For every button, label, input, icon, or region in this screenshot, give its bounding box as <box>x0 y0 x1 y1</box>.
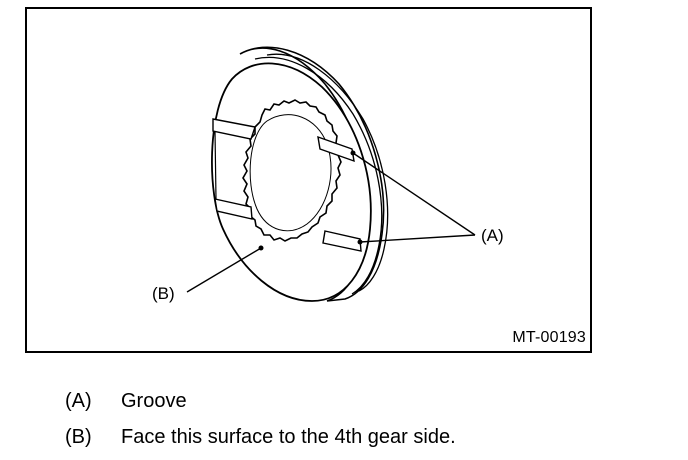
leader-line-a2 <box>359 234 476 243</box>
leader-line-b <box>186 247 262 293</box>
groove-lower-left <box>214 198 253 220</box>
leader-line-a1 <box>352 152 476 236</box>
legend-text-a: Groove <box>121 389 187 412</box>
callout-label-b: (B) <box>152 284 175 303</box>
callout-label-a: (A) <box>481 226 504 245</box>
legend-item-b: (B) Face this surface to the 4th gear si… <box>65 419 456 455</box>
ring-bore-inner <box>249 114 332 232</box>
synchro-ring-diagram: (A) (B) <box>152 46 504 303</box>
ring-rim-back <box>239 46 385 302</box>
legend-text-b: Face this surface to the 4th gear side. <box>121 425 456 448</box>
groove-upper-left <box>212 118 256 140</box>
figure-code: MT-00193 <box>512 329 586 346</box>
legend-item-a: (A) Groove <box>65 383 456 419</box>
groove-lower-right <box>322 230 362 252</box>
ring-rim-line-1 <box>254 56 383 295</box>
legend-key-b: (B) <box>65 425 92 448</box>
ring-spline-bore <box>242 99 342 242</box>
face-edge-line <box>214 130 217 200</box>
groove-upper-right <box>317 135 355 163</box>
ring-rim-line-2 <box>266 53 389 292</box>
legend: (A) Groove (B) Face this surface to the … <box>65 383 456 455</box>
legend-key-a: (A) <box>65 389 92 412</box>
figure-frame: (A) (B) MT-00193 <box>25 7 592 353</box>
